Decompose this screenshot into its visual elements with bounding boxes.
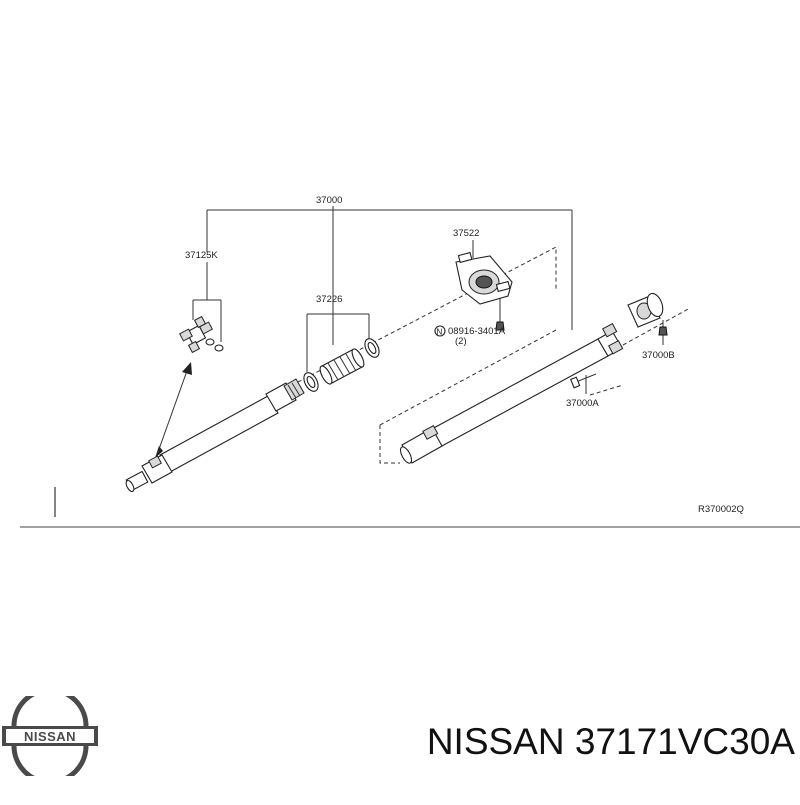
assembly-arrow [155,362,192,458]
front-propeller-shaft [125,378,305,493]
nut-symbol [434,325,446,337]
label-37125k: 37125K [185,250,218,261]
label-ref-code: R370002Q [698,504,744,515]
boot-and-rings [303,338,380,392]
label-37000: 37000 [316,195,342,206]
rear-propeller-shaft [399,322,624,464]
label-37000a: 37000A [566,398,599,409]
center-bearing [455,251,513,331]
bracket-37000 [206,206,573,345]
label-nut-qty: (2) [455,336,467,347]
universal-joint-kit [179,315,224,354]
companion-flange [627,292,668,336]
part-caption: NISSAN 37171VC30A [426,721,795,762]
nut-symbol-letter: N [437,328,443,337]
nissan-logo: NISSAN [0,687,100,785]
label-37522: 37522 [453,228,479,239]
nissan-logo-text: NISSAN [24,729,76,744]
label-37000b: 37000B [642,350,675,361]
nissan-logo-icon: NISSAN [2,687,98,785]
leader-lines [192,240,664,394]
bolt-37000a [570,373,597,389]
label-08916-3401a: 08916-3401A [448,326,506,337]
label-37226: 37226 [316,294,342,305]
